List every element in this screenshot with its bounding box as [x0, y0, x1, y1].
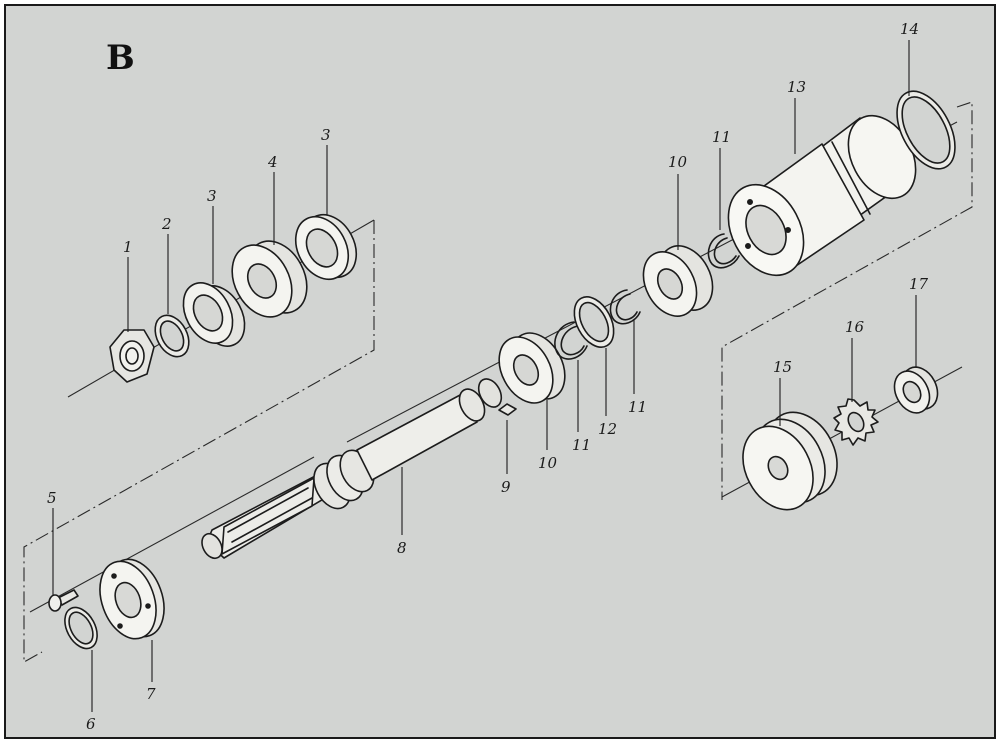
callout-10-lower: 10 [538, 454, 558, 472]
callout-labels: 1 2 3 4 3 5 6 7 8 9 10 11 12 11 10 11 13… [47, 20, 929, 733]
callout-10-upper: 10 [668, 153, 688, 171]
callout-14: 14 [900, 20, 919, 38]
callout-3-right: 3 [321, 126, 331, 144]
figure-label: B [106, 38, 135, 78]
callout-1: 1 [123, 238, 133, 256]
part-15-pulley [742, 411, 838, 511]
part-3-bearing-race-right [294, 213, 358, 281]
exploded-parts-diagram: B [23, 20, 973, 733]
part-10-bearing-lower [498, 332, 566, 404]
lower-axis [29, 456, 315, 613]
part-11-snap-ring-lower [554, 321, 588, 360]
part-1-hex-nut [109, 329, 155, 383]
callout-2: 2 [161, 215, 172, 233]
part-5-screw [48, 589, 79, 612]
callout-7: 7 [146, 685, 156, 703]
part-4-bearing [231, 240, 308, 318]
right-bracket-outline [721, 101, 973, 500]
part-10-bearing-upper [642, 245, 714, 317]
part-17-nut [893, 366, 939, 414]
callout-5: 5 [47, 489, 57, 507]
callout-4: 4 [267, 153, 278, 171]
callout-6: 6 [86, 715, 96, 733]
callout-11-lower: 11 [572, 436, 591, 454]
callout-11-upper: 11 [712, 128, 731, 146]
callout-15: 15 [773, 358, 792, 376]
callout-9: 9 [501, 478, 511, 496]
part-3-bearing-race-left [182, 282, 246, 347]
diagram-sheet: B [4, 4, 996, 739]
callout-13: 13 [787, 78, 806, 96]
leader-lines [52, 40, 917, 712]
part-7-flange [99, 558, 165, 640]
part-12-ring [573, 296, 615, 348]
callout-17: 17 [909, 275, 929, 293]
callout-8: 8 [397, 539, 407, 557]
part-16-toothed-washer [833, 398, 879, 446]
callout-16: 16 [845, 318, 865, 336]
left-bracket-outline [23, 220, 375, 663]
part-11-snap-ring-upper [707, 233, 740, 269]
callout-12: 12 [598, 420, 617, 438]
part-2-washer [154, 314, 190, 358]
callout-3-left: 3 [207, 187, 217, 205]
part-6-ring [64, 606, 98, 650]
callout-11-middle: 11 [628, 398, 647, 416]
part-11-snap-ring-middle [609, 289, 641, 325]
part-13-housing [727, 114, 917, 277]
part-9-key [498, 403, 517, 416]
part-8-shaft [201, 378, 503, 560]
part-14-retaining-ring [896, 90, 956, 170]
